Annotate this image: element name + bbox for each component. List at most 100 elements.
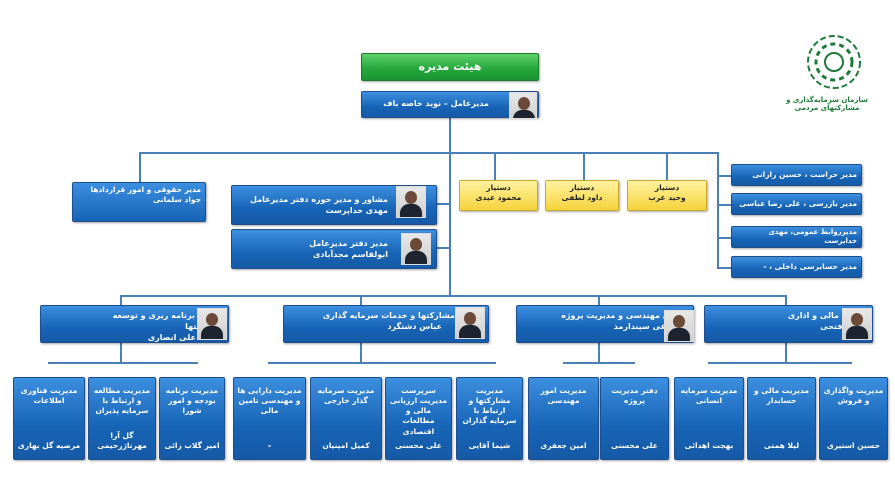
staff-label: مدیر حسابرسی داخلی ، -: [763, 261, 857, 271]
assistant-box: دستیار داود لطفی: [545, 180, 619, 211]
connector: [120, 295, 786, 297]
staff-box: مدیر حسابرسی داخلی ، -: [731, 256, 862, 278]
unit-person: شیما آقایی: [468, 440, 511, 450]
deputy-photo: [197, 308, 227, 340]
unit-box: مدیریت برنامه بودجه و امور شورا امیر گلا…: [159, 377, 225, 460]
deputy-person: عباس دشتگرد: [387, 321, 442, 331]
connector: [598, 295, 600, 305]
assistant-person: داود لطفی: [561, 193, 603, 203]
deputy-title: معاون مشارکتها و خدمات سرمایه گذاری: [322, 311, 482, 320]
connector: [598, 342, 600, 362]
connector: [268, 362, 496, 364]
connector: [436, 247, 450, 249]
staff-box: مدیرروابط عمومی، مهدی خداپرست: [731, 226, 862, 248]
connector: [494, 152, 496, 180]
unit-person: امیر گلاب زائی: [164, 440, 220, 450]
office-photo: [401, 233, 431, 265]
connector: [708, 362, 852, 364]
connector: [436, 203, 450, 205]
connector: [717, 175, 731, 177]
unit-person: امین جعفری: [540, 440, 587, 450]
connector: [563, 362, 635, 364]
staff-box: مدیر بازرسی ، علی رضا عباسی: [731, 193, 862, 215]
unit-person: کمیل امینیان: [322, 440, 370, 450]
connector: [449, 117, 451, 295]
connector: [666, 152, 668, 180]
office-title: مدیر دفتر مدیرعامل: [309, 239, 388, 248]
unit-title: مدیریت مشارکتها و ارتباط با سرمایه گذارا…: [462, 386, 517, 426]
connector: [360, 342, 362, 362]
unit-person: لیلا همتی: [763, 440, 800, 450]
deputy-title: معاون مهندسی و مدیریت پروژه: [561, 311, 687, 320]
unit-title: مدیریت امور مهندسی: [540, 386, 587, 406]
unit-box: مدیریت سرمایه انسانی بهجت اهدائی: [674, 377, 744, 460]
assistant-person: محمود عیدی: [475, 193, 522, 203]
assistant-person: وحید عرب: [648, 193, 686, 203]
connector: [139, 152, 719, 154]
staff-label: مدیر حراست ، حسین رازانی: [752, 169, 857, 179]
connector: [717, 267, 731, 269]
unit-title: مدیریت سرمایه انسانی: [680, 386, 738, 406]
unit-person: –: [267, 440, 272, 450]
legal-title: مدیر حقوقی و امور قراردادها: [90, 185, 201, 194]
deputy-photo: [455, 307, 485, 339]
unit-person: مرضیه گل بهاری: [17, 440, 81, 450]
deputy-title: معاون مالی و اداری: [787, 311, 866, 320]
deputy-photo: [842, 308, 872, 340]
advisor-title: مشاور و مدیر حوزه دفتر مدیرعامل: [250, 195, 388, 204]
unit-title: مدیریت سرمایه گذار خارجی: [317, 386, 375, 406]
advisor-photo: [396, 186, 426, 218]
deputy-photo: [664, 310, 694, 342]
connector: [785, 342, 787, 362]
connector: [48, 362, 198, 364]
logo-text: سازمان سرمایه‌گذاری و مشارکتهای مردمی: [786, 96, 868, 112]
staff-box: مدیر حراست ، حسین رازانی: [731, 164, 862, 186]
connector: [120, 295, 122, 305]
advisor-person: مهدی خداپرست: [325, 205, 388, 215]
legal-person: جواد سلمانی: [153, 195, 201, 205]
unit-title: مدیریت فناوری اطلاعات: [20, 386, 78, 406]
connector: [717, 204, 731, 206]
unit-title: دفتر مدیریت پروژه: [611, 386, 658, 406]
unit-title: مدیریت دارایی ها و مهندسی تامین مالی: [237, 386, 302, 416]
connector: [583, 152, 585, 180]
unit-box: مدیریت فناوری اطلاعات مرضیه گل بهاری: [13, 377, 85, 460]
unit-person: بهجت اهدائی: [684, 440, 734, 450]
unit-title: مدیریت برنامه بودجه و امور شورا: [165, 386, 219, 416]
assistant-box: دستیار وحید عرب: [627, 180, 707, 211]
board-label: هیئت مدیره: [418, 59, 482, 73]
unit-title: مدیریت مالی و حسابدار: [754, 386, 809, 406]
unit-box: مدیریت سرمایه گذار خارجی کمیل امینیان: [310, 377, 382, 460]
unit-box: مدیریت مشارکتها و ارتباط با سرمایه گذارا…: [456, 377, 523, 460]
connector: [717, 152, 719, 268]
legal-manager-box: مدیر حقوقی و امور قراردادها جواد سلمانی: [72, 182, 206, 222]
unit-title: سرپرست مدیریت ارزیابی مالی و مطالعات اقت…: [389, 386, 448, 436]
unit-box: مدیریت دارایی ها و مهندسی تامین مالی –: [233, 377, 306, 460]
connector: [360, 295, 362, 305]
connector: [139, 152, 141, 182]
unit-person: علی محسنی: [395, 440, 442, 450]
assistant-title: دستیار: [569, 183, 595, 192]
assistant-title: دستیار: [654, 183, 680, 192]
connector: [120, 342, 122, 362]
deputy-box: معاون مشارکتها و خدمات سرمایه گذاری عباس…: [283, 305, 489, 343]
organization-logo: سازمان سرمایه‌گذاری و مشارکتهای مردمی: [772, 30, 882, 115]
assistant-box: دستیار محمود عیدی: [459, 180, 538, 211]
ceo-photo: [509, 92, 537, 119]
unit-box: سرپرست مدیریت ارزیابی مالی و مطالعات اقت…: [385, 377, 452, 460]
unit-title: مدیریت مطالعه و ارتباط با سرمایه پذیران: [93, 386, 151, 416]
unit-person: حسین استیری: [826, 440, 881, 450]
office-person: ابولقاسم مجدآبادی: [313, 249, 388, 259]
unit-box: مدیریت مالی و حسابدار لیلا همتی: [747, 377, 816, 460]
unit-box: مدیریت مطالعه و ارتباط با سرمایه پذیران …: [88, 377, 156, 460]
unit-title: مدیریت واگذاری و فروش: [823, 386, 884, 406]
board-box: هیئت مدیره: [361, 53, 539, 81]
staff-label: مدیر بازرسی ، علی رضا عباسی: [739, 198, 857, 208]
staff-label: مدیرروابط عمومی، مهدی خداپرست: [768, 227, 858, 245]
assistant-title: دستیار: [486, 183, 511, 192]
unit-box: مدیریت واگذاری و فروش حسین استیری: [819, 377, 888, 460]
deputy-person: مصطفی سپندارمذ: [613, 321, 687, 331]
unit-person: گل آرا مهرتاژرحیمی: [97, 430, 147, 450]
connector: [785, 295, 787, 305]
ceo-label: مدیرعامل – نوید خاصه باف: [383, 99, 489, 109]
